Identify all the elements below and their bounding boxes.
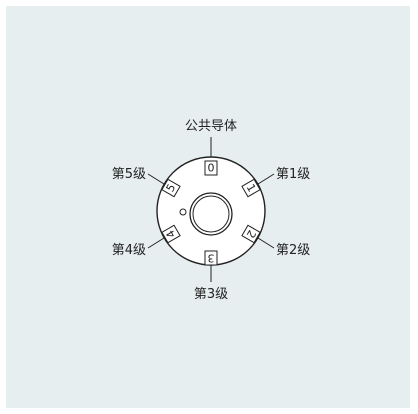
label-level-4: 第4级 — [112, 243, 146, 258]
selector-switch-diagram: 0 1 2 3 4 5 公共导体 第1级 第2级 第3级 — [112, 119, 311, 302]
svg-text:0: 0 — [208, 162, 215, 175]
label-level-5: 第5级 — [112, 167, 146, 182]
diagram-canvas: 0 1 2 3 4 5 公共导体 第1级 第2级 第3级 — [6, 6, 410, 408]
position-5-marker: 5 — [161, 178, 181, 198]
position-1-marker: 1 — [241, 178, 261, 198]
svg-text:3: 3 — [208, 252, 215, 265]
label-level-3: 第3级 — [194, 287, 228, 302]
switch-inner-dial-rim — [192, 195, 230, 233]
position-4-marker: 4 — [161, 224, 181, 244]
label-common-conductor: 公共导体 — [185, 119, 237, 134]
switch-inner-dial — [189, 192, 233, 236]
label-level-2: 第2级 — [276, 243, 310, 258]
position-0-marker: 0 — [204, 160, 218, 176]
position-2-marker: 2 — [241, 224, 261, 244]
leader-line-level4 — [147, 237, 165, 249]
switch-index-dot — [179, 208, 187, 216]
leader-line-level2 — [257, 237, 275, 249]
position-3-marker: 3 — [204, 250, 218, 266]
leader-line-level5 — [147, 173, 165, 185]
label-level-1: 第1级 — [276, 167, 310, 182]
leader-line-level1 — [257, 173, 275, 185]
